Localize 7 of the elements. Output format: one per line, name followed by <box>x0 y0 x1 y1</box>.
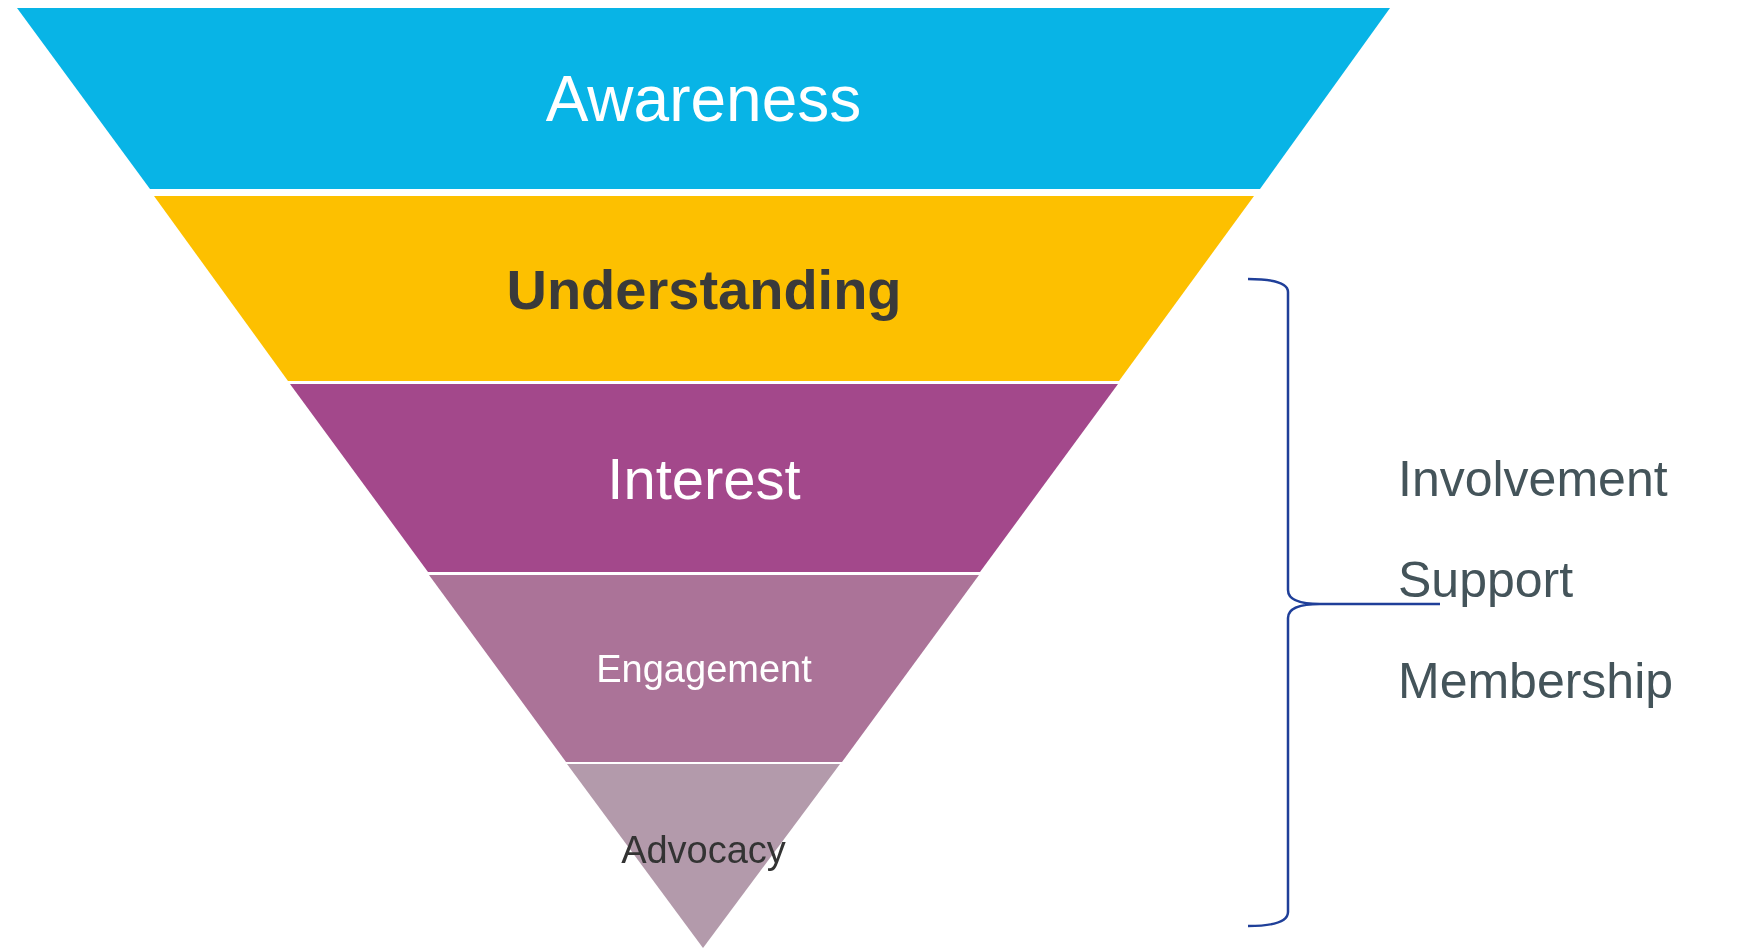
stage-label: Engagement <box>596 647 812 690</box>
stage-label: Awareness <box>545 61 862 136</box>
stage-label: Understanding <box>506 256 902 321</box>
bracket-label: Support <box>1398 551 1574 609</box>
stage-label: Interest <box>607 444 801 512</box>
bracket-label: Involvement <box>1398 450 1668 508</box>
bracket-label: Membership <box>1398 652 1674 710</box>
